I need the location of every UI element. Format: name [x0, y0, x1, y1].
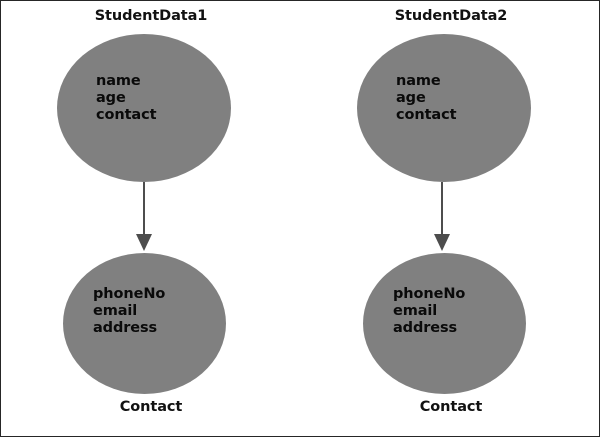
attribute-item: email: [93, 303, 138, 320]
entity-ellipse-bottom: [63, 253, 226, 394]
attribute-item: name: [96, 73, 141, 89]
attribute-item: phoneNo: [93, 286, 166, 302]
entity-group-studentdata1: StudentData1 name age contact phoneNo em…: [1, 1, 301, 436]
attribute-item: address: [393, 320, 458, 337]
attribute-list-top: name age contact: [396, 73, 457, 124]
attribute-item: email: [393, 303, 438, 320]
attribute-list-bottom: phoneNo email address: [93, 286, 165, 337]
entity-title-bottom: Contact: [419, 399, 483, 415]
attribute-item: age: [96, 90, 126, 107]
entity-ellipse-bottom: [363, 253, 526, 394]
attribute-list-top: name age contact: [96, 73, 157, 124]
entity-ellipse-top: [357, 34, 531, 182]
attribute-item: phoneNo: [393, 286, 466, 302]
attribute-item: contact: [96, 107, 157, 124]
arrow-line: [143, 182, 145, 236]
attribute-item: age: [396, 90, 426, 107]
attribute-item: contact: [396, 107, 457, 124]
attribute-list-bottom: phoneNo email address: [393, 286, 465, 337]
entity-title-top: StudentData1: [94, 8, 208, 24]
arrow-head-icon: [136, 234, 152, 251]
entity-group-studentdata2: StudentData2 name age contact phoneNo em…: [301, 1, 599, 436]
entity-title-bottom: Contact: [119, 399, 183, 415]
attribute-item: name: [396, 73, 441, 89]
arrow-head-icon: [434, 234, 450, 251]
entity-ellipse-top: [57, 34, 231, 182]
arrow-line: [441, 182, 443, 236]
entity-title-top: StudentData2: [394, 8, 508, 24]
attribute-item: address: [93, 320, 158, 337]
